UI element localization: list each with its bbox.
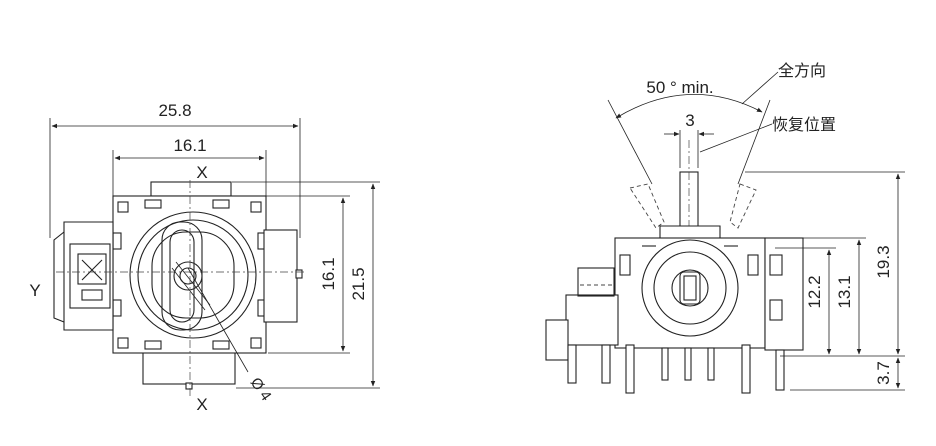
side-pins xyxy=(567,344,785,394)
tilted-shaft-right xyxy=(729,183,757,229)
axis-x-top-label: X xyxy=(196,163,207,182)
dim-body-height: 16.1 xyxy=(232,195,350,354)
bottom-tab xyxy=(142,351,236,385)
dim-pin-length-label: 3.7 xyxy=(874,361,893,385)
angle-label: 50 ° min. xyxy=(646,78,713,97)
angle-indicator: 50 ° min. 全方向 xyxy=(607,61,826,185)
dim-overall-width: 25.8 xyxy=(49,101,301,238)
dim-overall-width-label: 25.8 xyxy=(158,101,191,120)
shaft-circle xyxy=(173,261,203,291)
left-connector xyxy=(53,221,114,331)
dim-body-width-label: 16.1 xyxy=(173,136,206,155)
top-tab xyxy=(150,181,232,197)
right-pin xyxy=(295,269,303,279)
dim-total-height-label: 19.3 xyxy=(874,245,893,278)
side-right-parts xyxy=(764,237,804,351)
dim-body-height-label: 16.1 xyxy=(319,257,338,290)
dim-overall-height-label: 21.5 xyxy=(349,267,368,300)
reset-position-label: 恢复位置 xyxy=(772,115,836,134)
side-view: 50 ° min. 全方向 3 恢复位置 xyxy=(545,61,905,394)
axis-x-bottom-label: X xyxy=(196,395,207,414)
rotor-slot xyxy=(151,231,235,319)
side-rotor-outer xyxy=(641,239,739,337)
dim-side-heights: 12.2 13.1 19.3 3.7 xyxy=(720,171,905,391)
dim-overall-height: 21.5 xyxy=(232,181,380,389)
side-left-parts xyxy=(545,267,619,361)
bottom-pin xyxy=(185,382,193,390)
side-body xyxy=(614,237,766,349)
shaft-width-label: 3 xyxy=(685,111,694,130)
diameter-label: Ø 4 xyxy=(247,375,275,405)
dim-body-width: 16.1 xyxy=(112,136,267,200)
dim-body-height-b-label: 12.2 xyxy=(805,275,824,308)
right-tab xyxy=(263,229,298,323)
dim-body-height-a-label: 13.1 xyxy=(835,275,854,308)
rotor-outer-circle xyxy=(129,211,257,339)
full-direction-label: 全方向 xyxy=(778,61,826,80)
tilted-shaft-left xyxy=(629,183,665,229)
axis-y-label: Y xyxy=(29,281,40,300)
front-view: 25.8 16.1 X xyxy=(29,101,380,414)
